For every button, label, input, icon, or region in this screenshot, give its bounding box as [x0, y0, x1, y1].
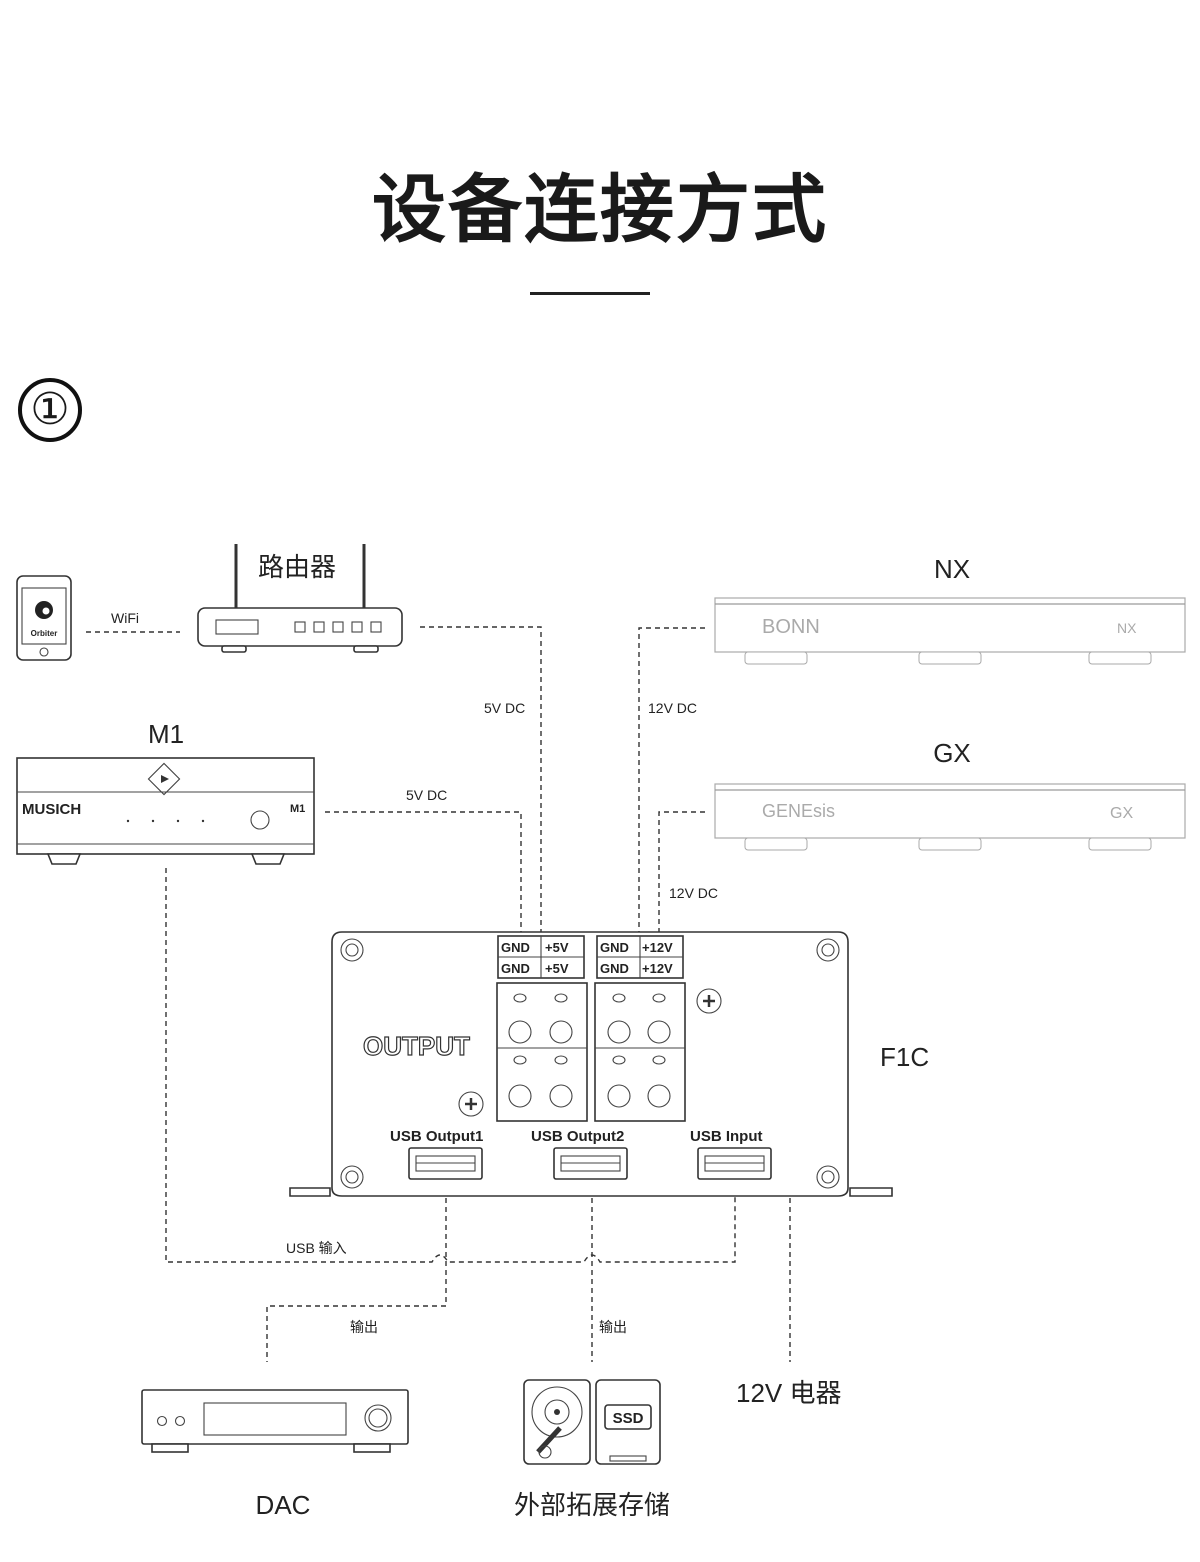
v5-label: +5V: [545, 961, 569, 976]
title-underline: [530, 292, 650, 295]
usb-output1-label: USB Output1: [390, 1128, 483, 1145]
m1-badge: M1: [290, 803, 305, 815]
output-panel-label: OUTPUT: [363, 1031, 470, 1061]
page-title: 设备连接方式: [372, 167, 828, 253]
hdd-icon: [523, 1379, 591, 1465]
gx-device: GENEsis GX: [714, 783, 1186, 851]
appliance-12v-label: 12V 电器: [736, 1378, 842, 1408]
m1-5v-wire: [325, 811, 522, 1093]
m1-label: M1: [148, 719, 184, 749]
terminal-labels: GND GND +5V +5V GND GND +12V +12V: [497, 935, 684, 979]
usb-port-icon: [408, 1147, 772, 1180]
dac-knob-icon: [364, 1404, 392, 1432]
gx-power-label: 12V DC: [669, 885, 718, 901]
storage-output-label: 输出: [599, 1319, 627, 1335]
m1-knob-icon: [250, 810, 270, 830]
f1c-hub-device: OUTPUT GND GND +5V +5V GND GND +12V +12V: [289, 931, 893, 1197]
nx-power-label: 12V DC: [648, 700, 697, 716]
ssd-label: SSD: [613, 1410, 644, 1427]
gnd-label: GND: [600, 940, 629, 955]
router-5v-wire: [420, 626, 542, 1032]
dac-device: [141, 1389, 409, 1453]
v12-label: +12V: [642, 961, 673, 976]
ssd-icon: SSD: [595, 1379, 661, 1465]
nx-label: NX: [934, 554, 970, 584]
nx-badge: NX: [1117, 620, 1137, 636]
corner-screw-icon: [340, 938, 840, 1189]
dac-label: DAC: [256, 1490, 311, 1520]
gnd-label: GND: [501, 961, 530, 976]
nx-12v-wire: [638, 627, 705, 1032]
storage-label: 外部拓展存储: [514, 1490, 670, 1520]
dac-output-wire: [266, 1180, 447, 1362]
m1-device: MUSICH M1: [16, 757, 315, 865]
gx-brand: GENEsis: [762, 801, 835, 821]
usb-input-port-label: USB Input: [690, 1128, 763, 1145]
dac-output-label: 输出: [350, 1319, 378, 1335]
usb-input-wire: [165, 868, 736, 1263]
phone-app-name: Orbiter: [31, 629, 58, 638]
gnd-label: GND: [501, 940, 530, 955]
v5-label: +5V: [545, 940, 569, 955]
play-button-icon: [147, 762, 181, 796]
router-power-label: 5V DC: [484, 700, 525, 716]
wifi-label: WiFi: [111, 610, 139, 626]
m1-brand: MUSICH: [22, 801, 81, 818]
gx-badge: GX: [1110, 805, 1133, 822]
router-label: 路由器: [258, 552, 336, 582]
terminal-blocks: [496, 982, 686, 1122]
plus-screw-icon: [458, 988, 722, 1117]
gnd-label: GND: [600, 961, 629, 976]
f1c-label: F1C: [880, 1042, 929, 1072]
v12-label: +12V: [642, 940, 673, 955]
usb-output2-label: USB Output2: [531, 1128, 624, 1145]
nx-brand: BONN: [762, 616, 820, 638]
step-number-badge: ①: [18, 378, 82, 442]
usb-input-label: USB 输入: [286, 1240, 347, 1256]
phone-device: Orbiter: [16, 575, 72, 661]
m1-power-label: 5V DC: [406, 787, 447, 803]
nx-device: BONN NX: [714, 597, 1186, 665]
gx-label: GX: [933, 738, 971, 768]
router-device: [197, 544, 403, 653]
